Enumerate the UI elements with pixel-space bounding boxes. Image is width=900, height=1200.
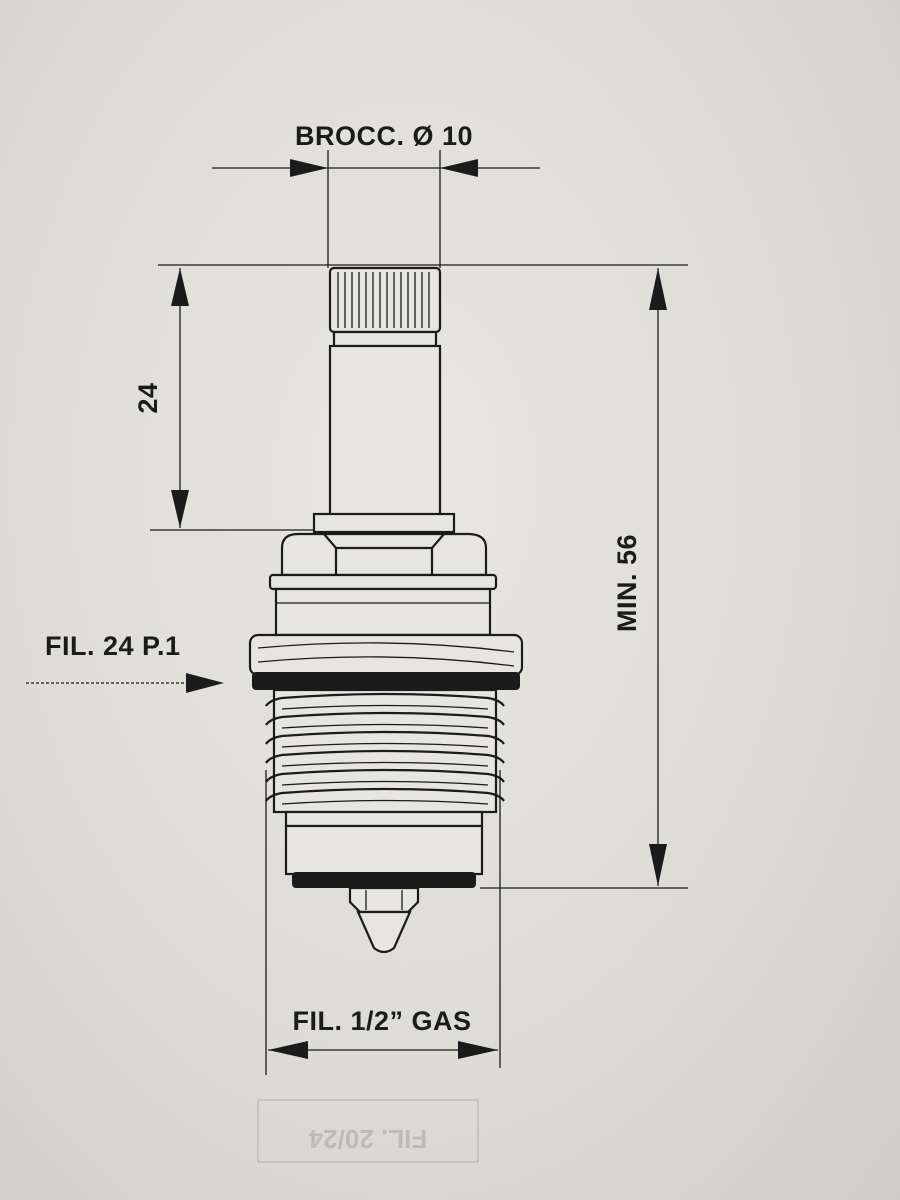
lower-body [284, 824, 484, 876]
height-24-label: 24 [133, 382, 163, 413]
spindle [328, 344, 442, 518]
broach-dimension: BROCC. Ø 10 [212, 121, 540, 268]
arrow-left-icon [440, 159, 478, 177]
upper-body [274, 587, 492, 637]
spindle-collar [332, 330, 438, 348]
arrow-right-icon [458, 1041, 498, 1059]
ghost-label: FIL. 20/24 [308, 1124, 427, 1154]
main-thread [265, 688, 505, 814]
arrow-up-icon [649, 268, 667, 310]
arrow-down-icon [649, 844, 667, 886]
broach-label: BROCC. Ø 10 [295, 121, 473, 151]
arrow-up-icon [171, 268, 189, 306]
cartridge-part [248, 266, 524, 954]
thread-spec-label: FIL. 24 P.1 [45, 631, 181, 661]
min-56-label: MIN. 56 [612, 534, 642, 632]
neck [312, 512, 456, 534]
ghost-box: FIL. 20/24 [257, 1099, 479, 1163]
arrow-down-icon [171, 490, 189, 528]
lower-ring [284, 810, 484, 828]
body-thread-dimension: FIL. 1/2” GAS [265, 770, 501, 1075]
height-24-dimension: 24 [133, 264, 688, 531]
arrow-left-icon [268, 1041, 308, 1059]
body-thread-label: FIL. 1/2” GAS [292, 1006, 471, 1036]
thread-spec-callout: FIL. 24 P.1 [26, 631, 224, 693]
upper-thread [248, 633, 524, 690]
bottom-tip [348, 886, 420, 954]
min-56-dimension: MIN. 56 [480, 268, 688, 889]
body-ring [268, 573, 498, 591]
arrow-right-icon [186, 673, 224, 693]
hex-nut [280, 532, 488, 577]
seal-washer [292, 872, 476, 888]
spline-head [328, 266, 442, 334]
arrow-right-icon [290, 159, 328, 177]
